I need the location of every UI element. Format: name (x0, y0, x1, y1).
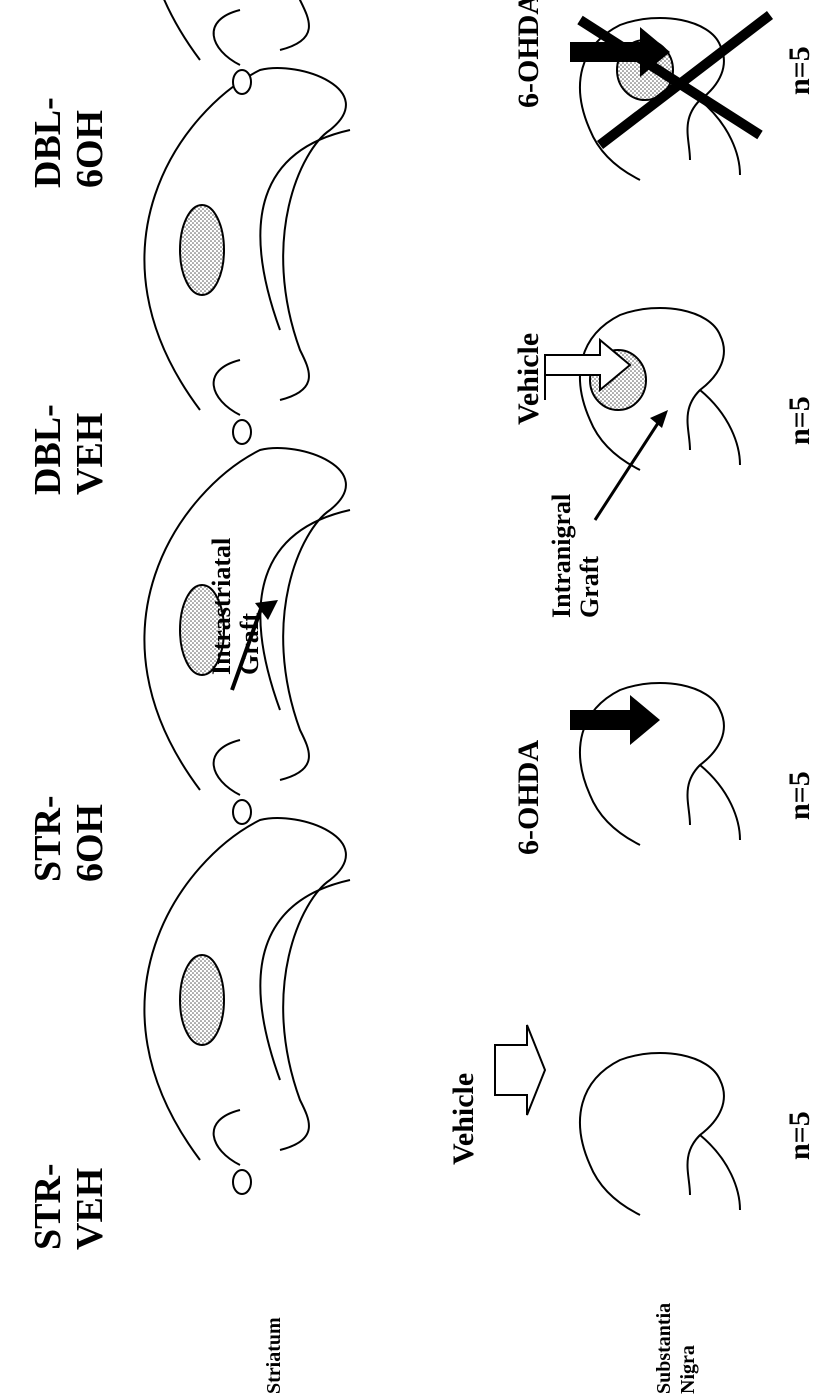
row-label-striatum: Striatum (263, 1317, 285, 1394)
cross-out-icon (580, 15, 770, 145)
intranigral-graft-arrowhead (650, 410, 668, 428)
column-str-6oh: STR- 6OH Intrastriatal Graft 6-OHDA n=5 (27, 448, 816, 882)
n-label: n=5 (783, 771, 816, 820)
column-title-line1: STR- (27, 1163, 69, 1250)
row-label-substantia-nigra-line1: Substantia (653, 1303, 675, 1394)
substantia-nigra-section (570, 683, 740, 845)
column-title-line1: DBL- (27, 404, 69, 495)
striatum-section (144, 818, 350, 1194)
column-title-line2: 6OH (69, 110, 111, 188)
injection-label: 6-OHDA (512, 740, 545, 855)
column-title-line1: DBL- (27, 97, 69, 188)
injection-label: Vehicle (512, 333, 545, 425)
striatum-area (180, 955, 224, 1045)
column-title-line2: VEH (69, 413, 111, 495)
vehicle-arrow-icon (495, 1025, 545, 1115)
substantia-nigra-section (570, 15, 770, 180)
graft-area (180, 205, 224, 295)
column-title-line2: VEH (69, 1168, 111, 1250)
column-dbl-6oh: DBL- 6OH 6-OHDA n=5 (27, 0, 816, 188)
n-label: n=5 (783, 46, 816, 95)
row-label-substantia-nigra-line2: Nigra (677, 1345, 699, 1394)
column-str-veh: STR- VEH Vehicle n=5 (27, 818, 816, 1250)
n-label: n=5 (783, 396, 816, 445)
intranigral-graft-pointer (595, 420, 660, 520)
6ohda-arrow-icon (570, 695, 660, 758)
column-title-line1: STR- (27, 795, 69, 882)
substantia-nigra-section (495, 1025, 740, 1215)
intranigral-graft-line2: Graft (575, 556, 604, 618)
intrastriatal-graft-line2: Graft (235, 613, 264, 675)
column-dbl-veh: DBL- VEH Vehicle Intranigral Graft n=5 (27, 68, 816, 618)
n-label: n=5 (783, 1111, 816, 1160)
injection-label: Vehicle (447, 1073, 480, 1165)
column-title-line2: 6OH (69, 804, 111, 882)
injection-label: 6-OHDA (512, 0, 545, 108)
striatum-section (144, 68, 350, 444)
intrastriatal-graft-line1: Intrastriatal (207, 538, 236, 675)
intranigral-graft-line1: Intranigral (547, 494, 576, 618)
